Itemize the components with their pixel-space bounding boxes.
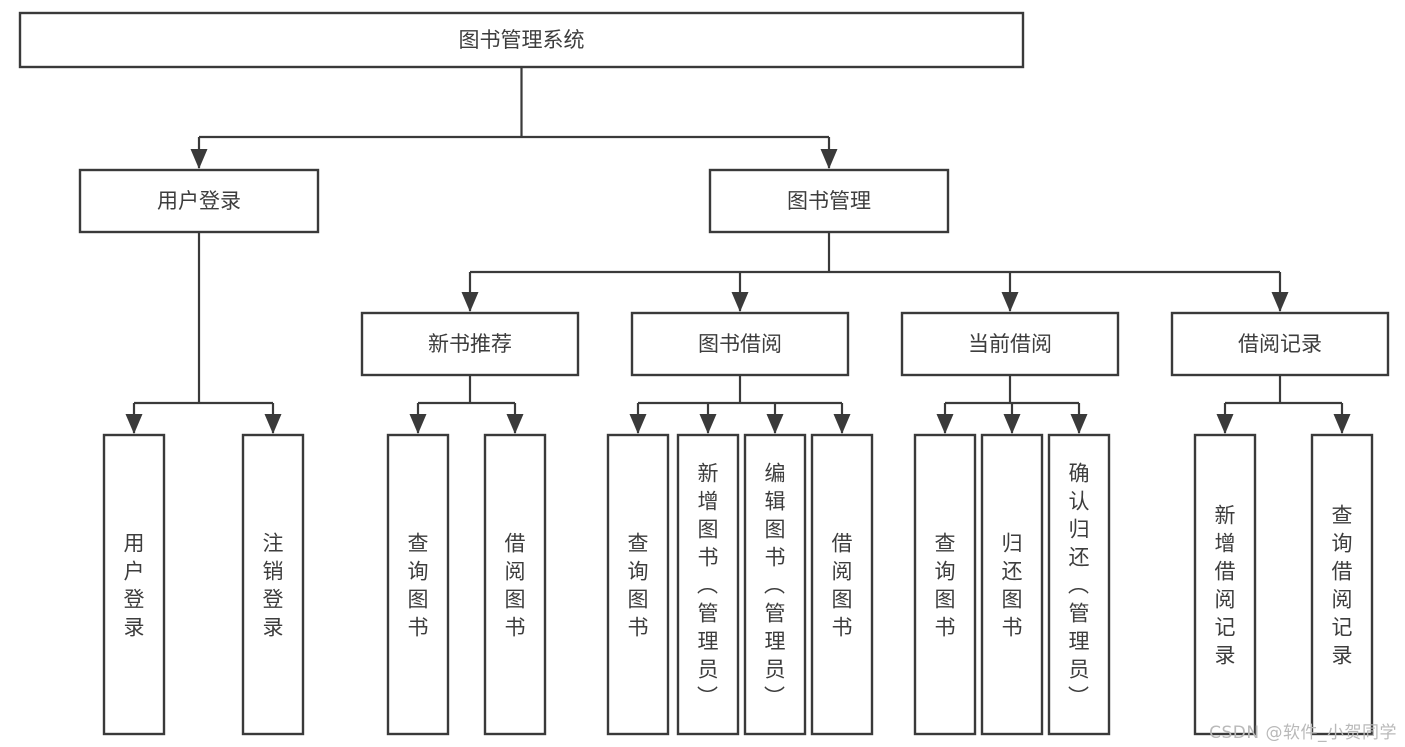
leaf-leaf-confirm-return-box[interactable] (1047, 433, 1111, 736)
leaf-leaf-query-record-box[interactable] (1310, 433, 1374, 736)
leaf-leaf-add-book-label: 新增图书（管理员） (697, 461, 719, 709)
node-book-borrow[interactable]: 图书借阅 (630, 311, 850, 377)
node-current-borrow-box[interactable] (900, 311, 1120, 377)
node-root[interactable]: 图书管理系统 (18, 11, 1025, 69)
leaf-leaf-add-book-box[interactable] (676, 433, 740, 736)
arrow-head-icon-leaf-confirm-return (1070, 414, 1088, 434)
node-book-borrow-box[interactable] (630, 311, 850, 377)
arrow-head-icon-book-management (820, 149, 838, 169)
leaf-leaf-borrow-book-2-box[interactable] (810, 433, 874, 736)
arrow-head-icon-leaf-query-book-1 (409, 414, 427, 434)
leaf-leaf-query-record-label: 查询借阅记录 (1332, 503, 1353, 667)
arrow-head-icon-borrow-record (1271, 292, 1289, 312)
leaf-leaf-borrow-book-1-label: 借阅图书 (505, 531, 526, 639)
leaf-leaf-return-book-box[interactable] (980, 433, 1044, 736)
arrow-head-icon-new-book-recommend (461, 292, 479, 312)
leaf-leaf-confirm-return-label: 确认归还（管理员） (1068, 461, 1090, 709)
leaf-leaf-user-logout-box[interactable] (241, 433, 305, 736)
arrow-head-icon-leaf-query-book-2 (629, 414, 647, 434)
leaf-leaf-user-logout-label: 注销登录 (263, 531, 284, 639)
arrow-head-icon-leaf-borrow-book-1 (506, 414, 524, 434)
node-root-label: 图书管理系统 (459, 28, 585, 52)
leaf-leaf-borrow-book-2-label: 借阅图书 (832, 531, 853, 639)
leaf-leaf-query-record[interactable]: 查询借阅记录 (1310, 433, 1374, 736)
node-current-borrow-label: 当前借阅 (968, 332, 1052, 356)
leaf-leaf-add-record[interactable]: 新增借阅记录 (1193, 433, 1257, 736)
leaf-leaf-query-book-3[interactable]: 查询图书 (913, 433, 977, 736)
arrow-head-icon-user-login (190, 149, 208, 169)
node-user-login-label: 用户登录 (157, 189, 241, 213)
leaf-leaf-user-logout[interactable]: 注销登录 (241, 433, 305, 736)
leaf-leaf-query-book-2-label: 查询图书 (628, 531, 649, 639)
arrow-head-icon-current-borrow (1001, 292, 1019, 312)
leaf-leaf-borrow-book-1-box[interactable] (483, 433, 547, 736)
leaf-leaf-query-book-3-box[interactable] (913, 433, 977, 736)
leaf-leaf-user-login-box[interactable] (102, 433, 166, 736)
leaf-leaf-query-book-3-label: 查询图书 (935, 531, 956, 639)
arrow-head-icon-leaf-add-book (699, 414, 717, 434)
node-book-management[interactable]: 图书管理 (708, 168, 950, 234)
node-root-box[interactable] (18, 11, 1025, 69)
arrow-head-icon-leaf-query-record (1333, 414, 1351, 434)
node-user-login[interactable]: 用户登录 (78, 168, 320, 234)
leaf-leaf-add-record-label: 新增借阅记录 (1215, 503, 1236, 667)
arrow-head-icon-leaf-edit-book (766, 414, 784, 434)
leaf-leaf-return-book-label: 归还图书 (1002, 531, 1023, 639)
arrow-head-icon-leaf-user-login (125, 414, 143, 434)
leaf-leaf-user-login[interactable]: 用户登录 (102, 433, 166, 736)
leaf-leaf-query-book-1-box[interactable] (386, 433, 450, 736)
node-user-login-box[interactable] (78, 168, 320, 234)
node-borrow-record-box[interactable] (1170, 311, 1390, 377)
leaf-leaf-edit-book-label: 编辑图书（管理员） (764, 461, 786, 709)
node-new-book-recommend[interactable]: 新书推荐 (360, 311, 580, 377)
leaf-leaf-edit-book-box[interactable] (743, 433, 807, 736)
edge-layer (125, 67, 1351, 434)
node-borrow-record-label: 借阅记录 (1238, 332, 1322, 356)
leaf-leaf-query-book-2[interactable]: 查询图书 (606, 433, 670, 736)
leaf-leaf-query-book-1[interactable]: 查询图书 (386, 433, 450, 736)
node-book-borrow-label: 图书借阅 (698, 332, 782, 356)
arrow-head-icon-book-borrow (731, 292, 749, 312)
node-borrow-record[interactable]: 借阅记录 (1170, 311, 1390, 377)
leaf-leaf-query-book-1-label: 查询图书 (408, 531, 429, 639)
node-book-management-box[interactable] (708, 168, 950, 234)
node-new-book-recommend-label: 新书推荐 (428, 332, 512, 356)
leaf-leaf-return-book[interactable]: 归还图书 (980, 433, 1044, 736)
node-book-management-label: 图书管理 (787, 189, 871, 213)
leaf-leaf-user-login-label: 用户登录 (124, 531, 145, 639)
node-layer: 图书管理系统用户登录图书管理新书推荐图书借阅当前借阅借阅记录用户登录注销登录查询… (18, 11, 1390, 736)
arrow-head-icon-leaf-add-record (1216, 414, 1234, 434)
leaf-leaf-query-book-2-box[interactable] (606, 433, 670, 736)
watermark-text: CSDN @软件_小贺同学 (1209, 723, 1397, 743)
arrow-head-icon-leaf-query-book-3 (936, 414, 954, 434)
leaf-leaf-borrow-book-2[interactable]: 借阅图书 (810, 433, 874, 736)
node-new-book-recommend-box[interactable] (360, 311, 580, 377)
leaf-leaf-edit-book[interactable]: 编辑图书（管理员） (743, 433, 807, 736)
leaf-leaf-confirm-return[interactable]: 确认归还（管理员） (1047, 433, 1111, 736)
leaf-leaf-add-book[interactable]: 新增图书（管理员） (676, 433, 740, 736)
arrow-head-icon-leaf-return-book (1003, 414, 1021, 434)
leaf-leaf-borrow-book-1[interactable]: 借阅图书 (483, 433, 547, 736)
node-current-borrow[interactable]: 当前借阅 (900, 311, 1120, 377)
leaf-leaf-add-record-box[interactable] (1193, 433, 1257, 736)
arrow-head-icon-leaf-user-logout (264, 414, 282, 434)
arrow-head-icon-leaf-borrow-book-2 (833, 414, 851, 434)
